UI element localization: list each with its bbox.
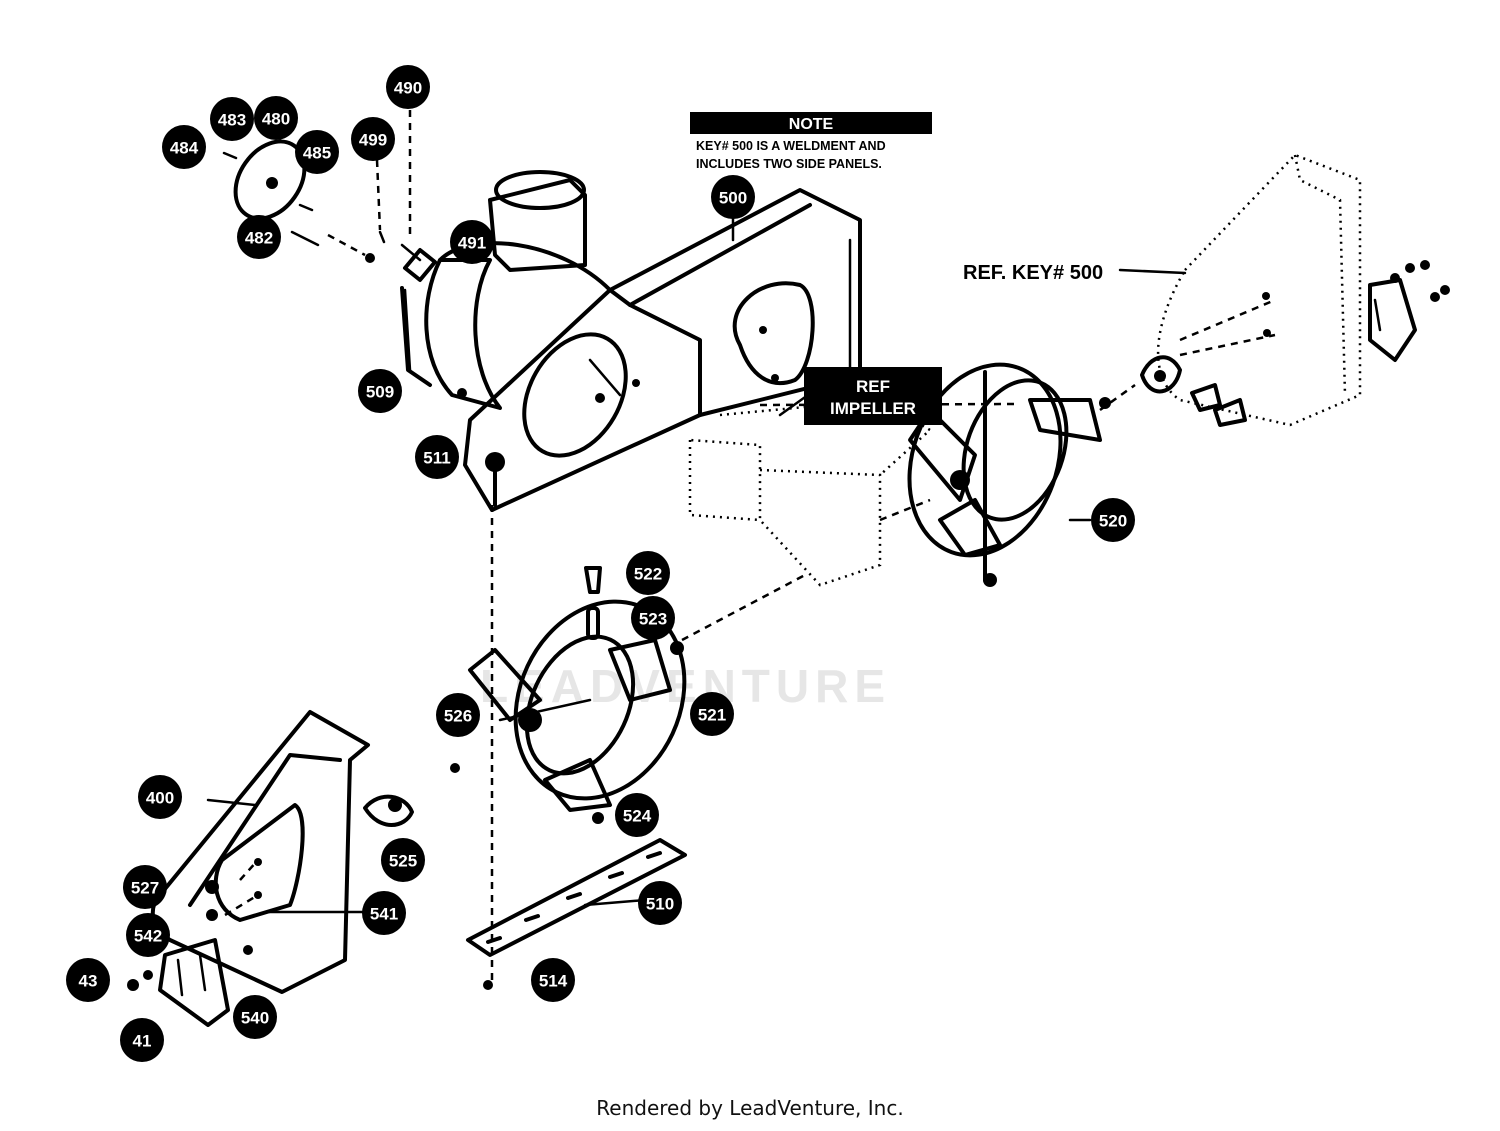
svg-text:521: 521 [698,706,726,725]
ref-impeller-label: REF IMPELLER [804,367,942,425]
callout-525: 525 [381,838,425,882]
svg-text:41: 41 [133,1032,152,1051]
svg-text:540: 540 [241,1009,269,1028]
callout-490: 490 [386,65,430,109]
ghost-impeller-outline [688,398,933,587]
right-side-panel-reference [1099,153,1450,427]
svg-text:542: 542 [134,927,162,946]
callout-527: 527 [123,865,167,909]
svg-text:491: 491 [458,234,486,253]
callout-484: 484 [162,125,206,169]
callout-480: 480 [254,96,298,140]
callout-540: 540 [233,995,277,1039]
callout-41: 41 [120,1018,164,1062]
shave-plate [466,838,687,990]
callout-500: 500 [711,175,755,219]
callout-511: 511 [415,435,459,479]
note-line-1: KEY# 500 IS A WELDMENT AND [696,139,886,153]
ref-key-label: REF. KEY# 500 [963,262,1103,284]
note-line-2: INCLUDES TWO SIDE PANELS. [696,157,882,171]
callout-514: 514 [531,958,575,1002]
svg-text:520: 520 [1099,512,1127,531]
svg-text:499: 499 [359,131,387,150]
impeller-housing [365,170,612,410]
svg-text:400: 400 [146,789,174,808]
callout-520: 520 [1091,498,1135,542]
svg-text:524: 524 [623,807,652,826]
svg-text:522: 522 [634,565,662,584]
svg-text:525: 525 [389,852,417,871]
footer-credit: Rendered by LeadVenture, Inc. [596,1096,904,1120]
callout-542: 542 [126,913,170,957]
callout-523: 523 [631,596,675,640]
callout-491: 491 [450,220,494,264]
right-auger [907,362,1136,587]
svg-text:541: 541 [370,905,398,924]
blower-frame-weldment [463,188,862,512]
callout-482: 482 [237,215,281,259]
svg-text:43: 43 [79,972,98,991]
callout-521: 521 [690,692,734,736]
svg-text:480: 480 [262,110,290,129]
callout-522: 522 [626,551,670,595]
note-heading: NOTE [789,116,834,133]
leader-lines [206,110,1276,980]
svg-text:526: 526 [444,707,472,726]
callout-526: 526 [436,693,480,737]
ref-impeller-line-1: REF [856,377,890,396]
note-box: NOTE KEY# 500 IS A WELDMENT AND INCLUDES… [690,112,932,171]
svg-text:485: 485 [303,144,331,163]
callout-541: 541 [362,891,406,935]
svg-text:510: 510 [646,895,674,914]
ref-impeller-line-2: IMPELLER [830,399,916,418]
callout-485: 485 [295,130,339,174]
shear-bolt-parts [450,566,602,773]
svg-text:483: 483 [218,111,246,130]
callout-499: 499 [351,117,395,161]
callout-524: 524 [615,793,659,837]
callout-400: 400 [138,775,182,819]
svg-text:511: 511 [423,449,450,468]
svg-text:500: 500 [719,189,747,208]
svg-text:527: 527 [131,879,159,898]
svg-text:490: 490 [394,79,422,98]
note-heading-bar [690,112,932,134]
svg-text:509: 509 [366,383,394,402]
callout-510: 510 [638,881,682,925]
svg-text:514: 514 [539,972,568,991]
svg-text:484: 484 [170,139,199,158]
callout-43: 43 [66,958,110,1002]
svg-text:482: 482 [245,229,273,248]
svg-text:523: 523 [639,610,667,629]
callout-509: 509 [358,369,402,413]
callout-483: 483 [210,97,254,141]
left-side-panel [127,710,414,1027]
pulley-assembly [222,139,320,247]
